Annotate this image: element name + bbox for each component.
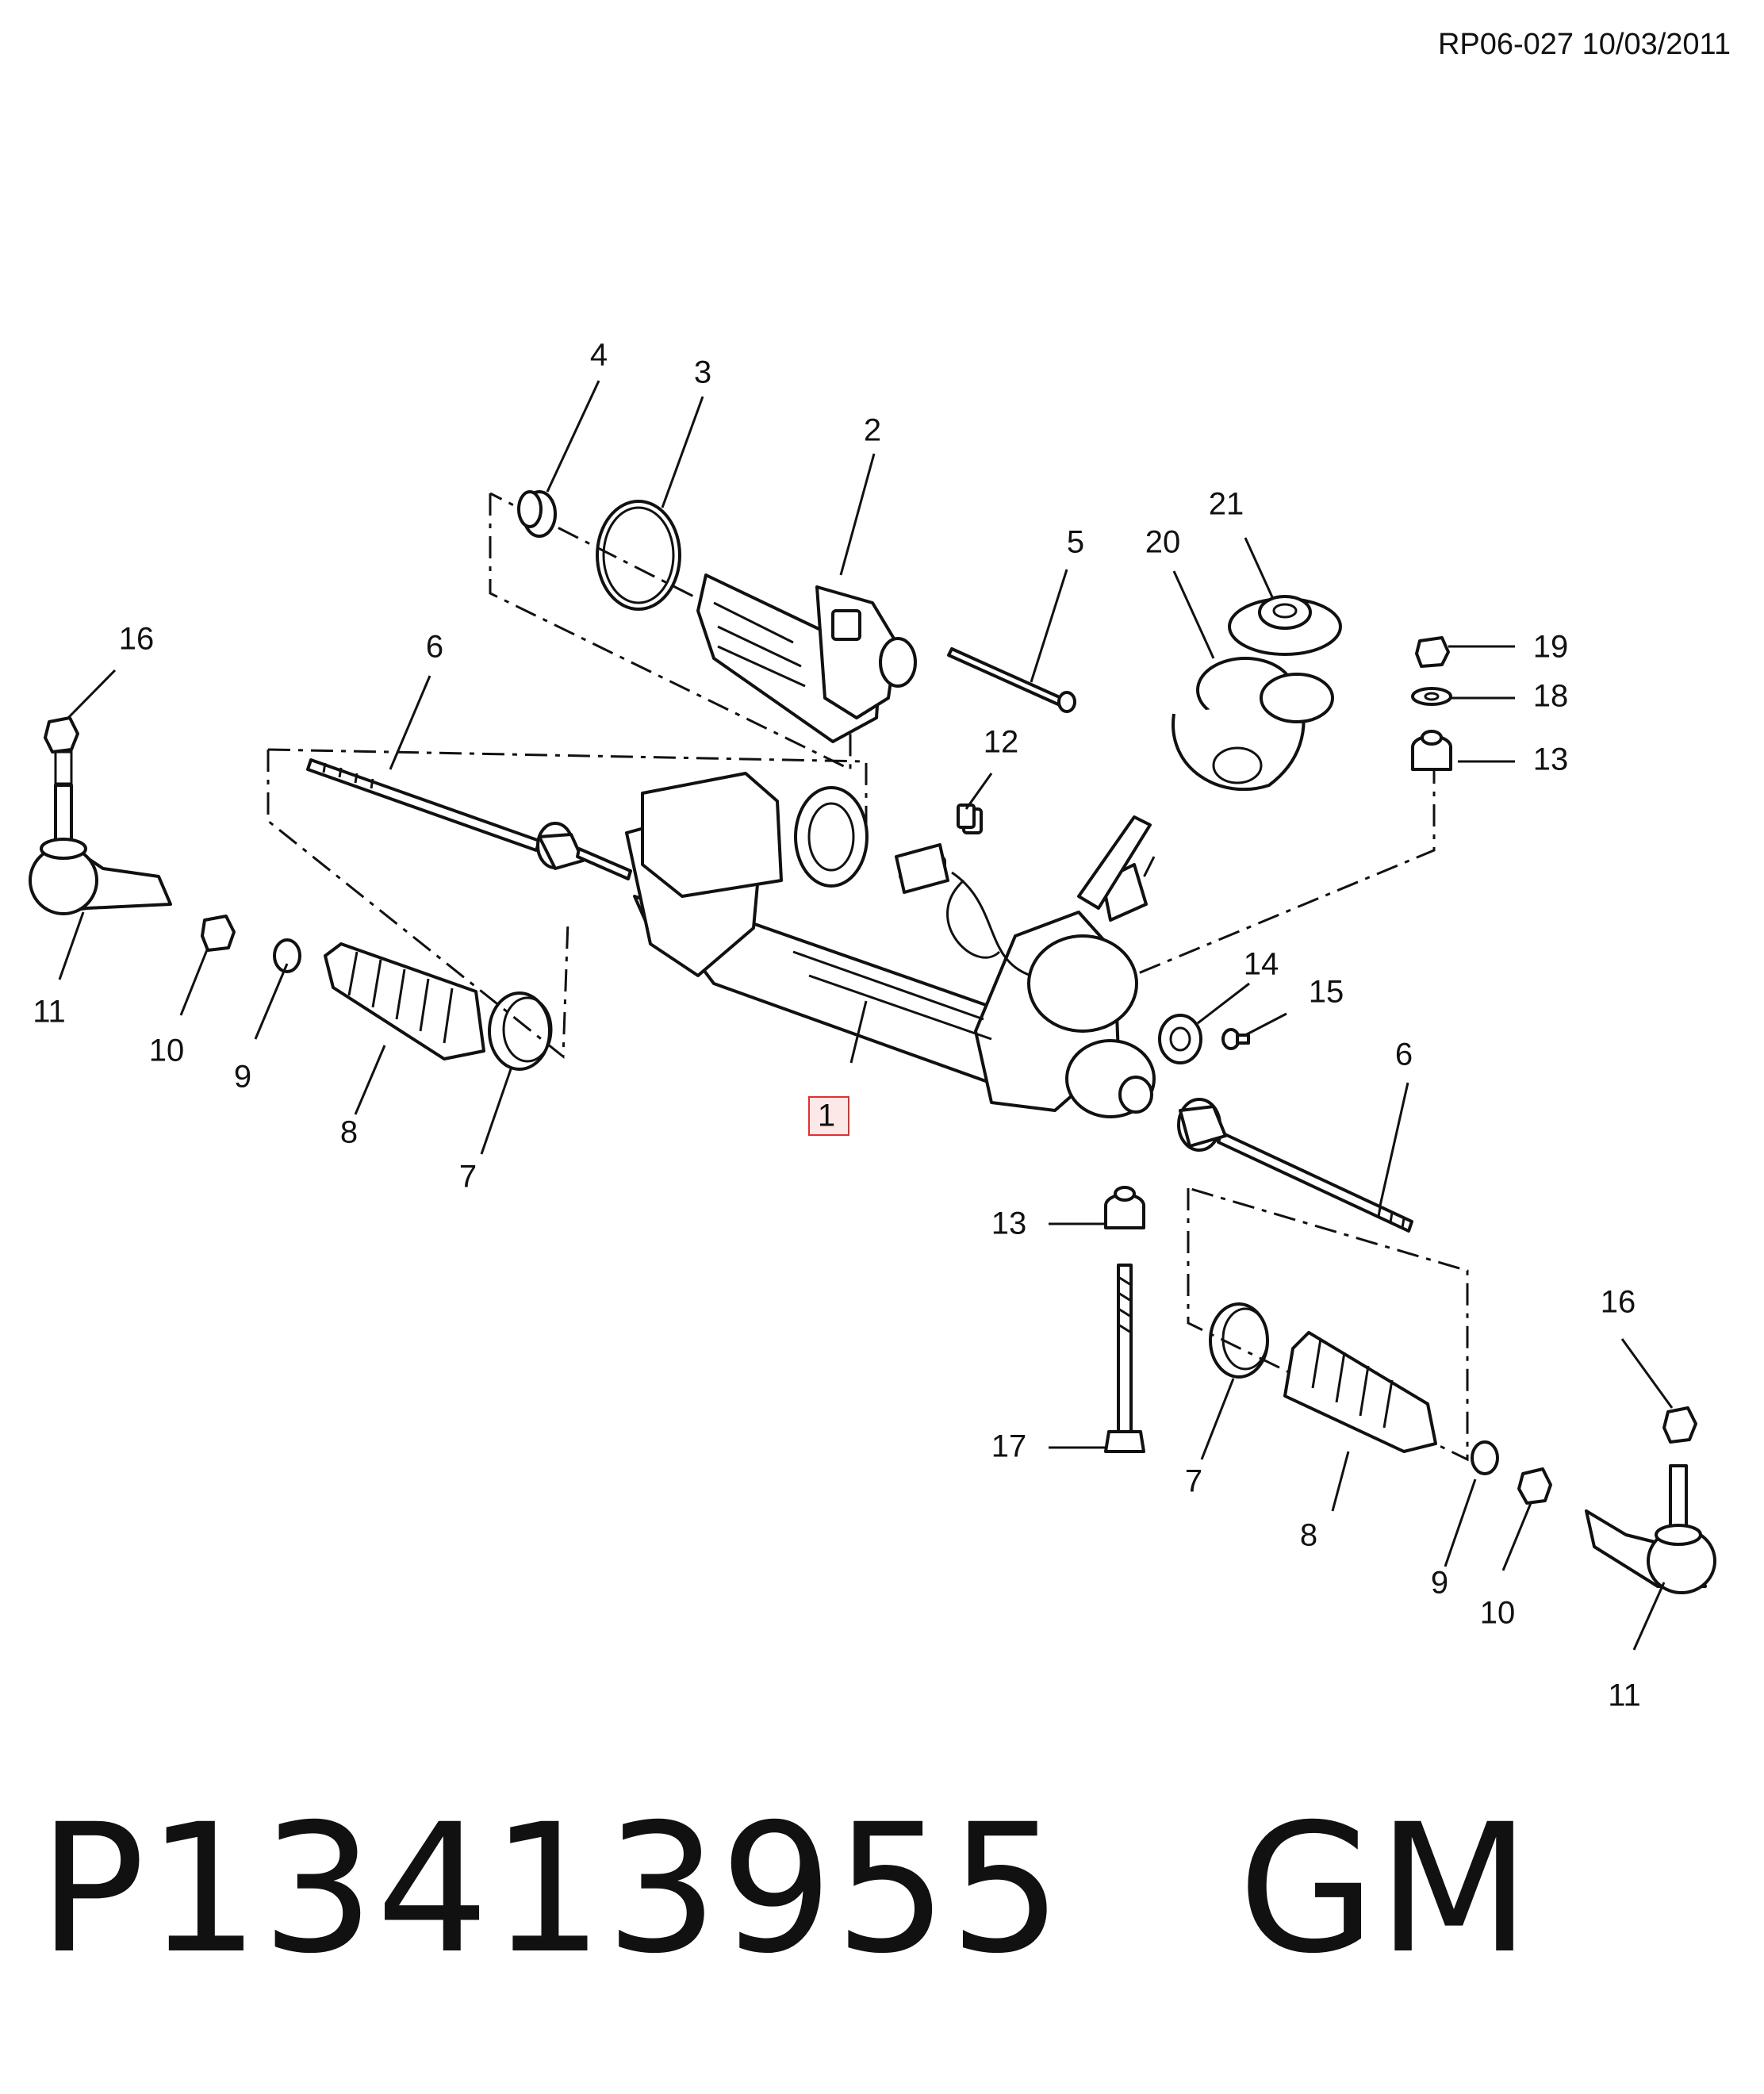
washer (1411, 687, 1452, 706)
callout-13-upper: 13 (1533, 742, 1569, 777)
callout-7-right: 7 (1185, 1464, 1202, 1499)
callout-10-right: 10 (1480, 1596, 1516, 1631)
wiring-clip (895, 803, 1032, 977)
callout-9-left: 9 (234, 1060, 251, 1095)
callout-7-left: 7 (459, 1160, 477, 1195)
callout-4: 4 (590, 338, 608, 373)
inner-tie-rod-right (1177, 1098, 1413, 1233)
steering-gear-housing (625, 772, 1156, 1118)
callout-17: 17 (991, 1429, 1027, 1464)
outer-tie-rod-end-left (29, 784, 172, 915)
mount-bushing-lower (1104, 1186, 1145, 1229)
callout-20: 20 (1145, 525, 1181, 560)
callout-11-left: 11 (33, 995, 66, 1030)
callout-16-left: 16 (119, 622, 155, 657)
callout-19: 19 (1533, 630, 1569, 665)
pinion-seal-boot (1172, 657, 1334, 792)
callout-11-right: 11 (1608, 1678, 1641, 1713)
boot-clamp-right (1209, 1302, 1269, 1379)
callout-8-right: 8 (1300, 1518, 1317, 1553)
assist-motor (696, 573, 917, 743)
tie-rod-nut-left (44, 716, 79, 785)
callout-15: 15 (1309, 975, 1344, 1010)
motor-bolt (947, 647, 1076, 713)
brand-name: GM (1237, 1785, 1532, 1992)
mount-bushing-upper (1411, 730, 1452, 771)
callout-18: 18 (1533, 679, 1569, 714)
callout-14: 14 (1244, 947, 1279, 982)
callout-3: 3 (694, 355, 711, 390)
callout-1: 1 (818, 1099, 835, 1133)
fitting (1221, 1028, 1250, 1050)
mount-bolt (1104, 1264, 1145, 1453)
bushing (517, 490, 557, 538)
mount-nut (1415, 636, 1450, 668)
o-ring (596, 500, 681, 611)
inner-tie-rod-left (306, 758, 632, 880)
leader-lines (58, 380, 1674, 1651)
o-ring-inner (602, 506, 675, 604)
rack-boot-left (324, 942, 485, 1060)
callout-6-right: 6 (1395, 1037, 1413, 1072)
callout-9-right: 9 (1431, 1566, 1448, 1601)
part-number: P13413955 (38, 1785, 1064, 1992)
tie-rod-nut-right (1662, 1406, 1697, 1444)
outer-tie-rod-end-right (1585, 1464, 1716, 1594)
callout-8-left: 8 (340, 1115, 358, 1150)
callout-1-highlight (808, 1096, 849, 1136)
callout-5: 5 (1067, 525, 1084, 560)
callout-6-left: 6 (426, 630, 443, 665)
seal (1158, 1014, 1202, 1064)
callout-12: 12 (984, 725, 1019, 760)
callout-10-left: 10 (149, 1034, 185, 1068)
callout-13-lower: 13 (991, 1206, 1027, 1241)
callout-16-right: 16 (1601, 1285, 1636, 1320)
rack-boot-right (1283, 1331, 1437, 1453)
callout-labels: 1 2 3 4 5 6 6 7 7 8 8 9 9 10 10 11 11 12… (33, 338, 1641, 1713)
callout-2: 2 (864, 413, 881, 448)
lock-washer-left (273, 938, 301, 973)
callout-21: 21 (1209, 487, 1244, 522)
reference-code: RP06-027 10/03/2011 (1438, 28, 1731, 61)
boot-clamp-left (488, 991, 553, 1071)
lock-washer-right (1471, 1440, 1499, 1475)
dust-cap (1228, 595, 1342, 656)
part-number-footer: P13413955 GM (38, 1801, 1532, 1978)
jam-nut-right (1517, 1467, 1552, 1505)
jam-nut-left (201, 915, 236, 952)
